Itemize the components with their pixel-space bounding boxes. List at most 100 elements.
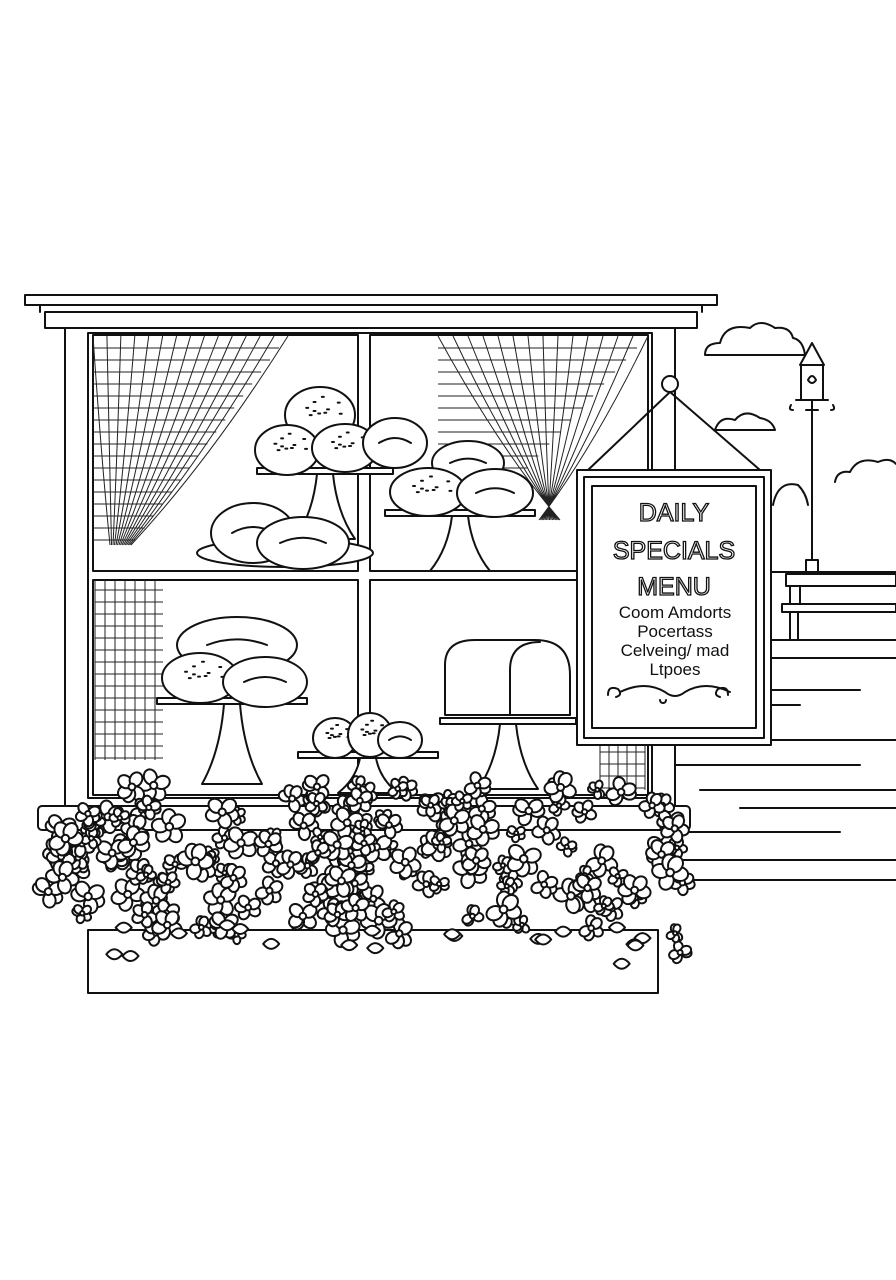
flower-center <box>140 910 149 919</box>
flower-center <box>587 924 596 932</box>
flower-center <box>333 910 342 919</box>
flower <box>222 826 259 860</box>
flower <box>387 777 409 800</box>
bread-score <box>243 676 287 683</box>
flower-center <box>88 834 95 842</box>
flower-center <box>57 872 68 882</box>
flower-center <box>116 814 123 822</box>
flower-center <box>164 821 175 832</box>
flower-center <box>311 890 320 898</box>
leaf <box>121 950 140 963</box>
bread-score <box>206 638 268 646</box>
leaf <box>169 927 188 940</box>
flower <box>505 825 526 844</box>
flower-center <box>471 856 481 865</box>
flower-center <box>314 849 322 857</box>
flower <box>276 849 306 880</box>
bread-score <box>449 457 487 464</box>
flower-center <box>422 880 431 888</box>
flower-center <box>127 782 137 792</box>
flower-center <box>145 803 153 812</box>
bread-score <box>475 487 515 494</box>
flower <box>466 814 500 847</box>
flower-center <box>503 882 510 890</box>
flower <box>374 813 404 840</box>
flower <box>463 771 492 800</box>
flower <box>617 874 652 906</box>
flower-center <box>355 796 364 805</box>
flower <box>71 904 93 925</box>
flower <box>506 843 542 878</box>
flower-center <box>217 807 227 817</box>
bread-loaf <box>444 639 571 716</box>
flower-center <box>286 860 295 869</box>
leaf <box>340 939 359 952</box>
flower <box>150 808 187 844</box>
seeds <box>184 660 225 680</box>
flower <box>116 771 146 804</box>
flower <box>176 842 215 881</box>
flower <box>531 815 562 846</box>
flower-center <box>236 838 246 848</box>
flower <box>543 770 577 804</box>
flower <box>438 803 471 837</box>
flower <box>45 860 80 895</box>
flower-center <box>459 797 466 805</box>
flower <box>668 940 693 965</box>
flower <box>418 794 442 818</box>
flower <box>288 811 320 842</box>
flower-center <box>229 873 238 882</box>
hanging-sign: DAILY SPECIALS MENU Coom Amdorts Pocerta… <box>576 375 772 746</box>
bread-roll <box>377 721 423 759</box>
flower-center <box>438 839 445 846</box>
flower-center <box>288 794 297 803</box>
flower <box>219 862 248 893</box>
flower <box>253 829 284 858</box>
flower <box>530 869 559 899</box>
flower-center <box>149 780 159 791</box>
sign-flourish-icon <box>607 685 731 704</box>
cloud <box>834 458 896 483</box>
flower-center <box>563 843 570 850</box>
flower <box>288 903 318 931</box>
sign-body-line-4: Ltpoes <box>649 660 700 679</box>
flower-center <box>216 895 226 905</box>
flower <box>411 869 441 899</box>
flower-center <box>385 821 393 829</box>
flower-center <box>540 880 548 889</box>
flower <box>254 875 284 906</box>
flower-center <box>542 826 551 835</box>
flower <box>389 846 422 880</box>
curtain-lower-left <box>94 580 163 760</box>
flower-center <box>672 930 679 937</box>
flower-center <box>342 818 352 828</box>
flower-center <box>670 824 679 833</box>
bread-loaf-slice <box>509 641 541 716</box>
sign-hook <box>661 375 679 393</box>
flower <box>461 846 492 876</box>
flower-center <box>427 801 435 809</box>
flower-center <box>464 839 474 849</box>
flower-center <box>369 894 378 903</box>
flower-center <box>614 873 621 880</box>
leaf <box>612 957 631 970</box>
flower-center <box>84 810 92 818</box>
sign-title-line-3: MENU <box>637 573 711 601</box>
flower <box>189 915 212 940</box>
cloud <box>772 483 809 506</box>
flower <box>428 875 450 895</box>
flower <box>74 802 101 828</box>
flower <box>651 853 690 891</box>
flower-center <box>265 886 274 895</box>
flower <box>108 807 131 828</box>
flower-center <box>478 824 488 834</box>
flower-center <box>580 808 589 816</box>
flower <box>665 923 684 944</box>
flower-center <box>673 844 681 851</box>
bread-roll <box>456 468 534 518</box>
leaf <box>262 937 281 950</box>
bread-score <box>388 735 412 741</box>
leaf <box>607 921 626 934</box>
seeds <box>305 395 343 417</box>
